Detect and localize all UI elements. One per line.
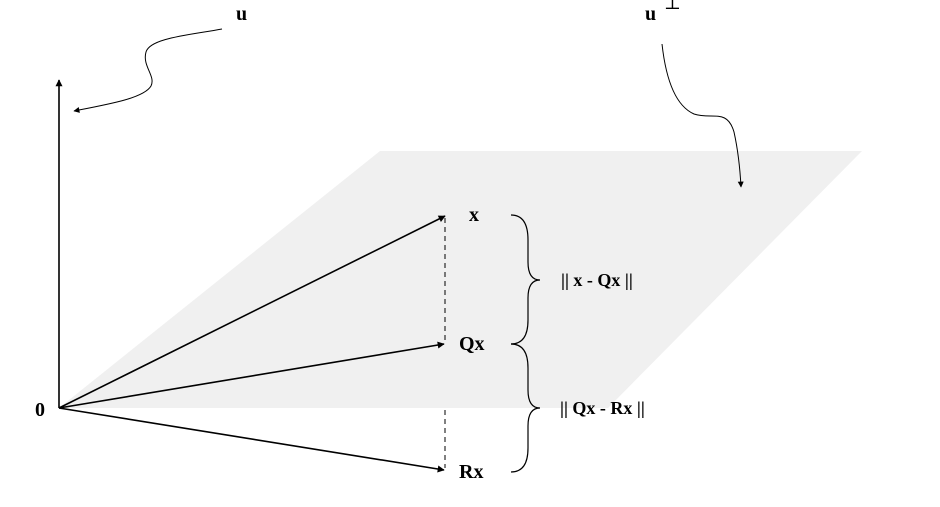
- label-u: u: [236, 3, 247, 25]
- vector-x-arrow: [58, 215, 446, 409]
- label-distance-x-qx: || x - Qx ||: [561, 270, 633, 290]
- label-distance-qx-rx: || Qx - Rx ||: [560, 398, 645, 418]
- pointer-u-to-axis: [73, 28, 223, 113]
- label-rx: Rx: [459, 461, 483, 483]
- svg-text:u: u: [645, 3, 656, 25]
- label-origin: 0: [35, 399, 45, 421]
- label-x: x: [469, 204, 479, 226]
- orthogonal-complement-plane: [59, 151, 862, 408]
- pointer-uperp-to-plane: [661, 43, 744, 188]
- brace-qx-rx: [510, 343, 541, 473]
- label-u-perp: u ⊥: [645, 0, 681, 25]
- vector-rx-arrow: [58, 407, 445, 473]
- label-qx: Qx: [459, 333, 485, 355]
- brace-x-qx: [510, 214, 541, 345]
- vector-qx-arrow: [58, 341, 445, 409]
- perp-symbol: ⊥: [664, 0, 681, 13]
